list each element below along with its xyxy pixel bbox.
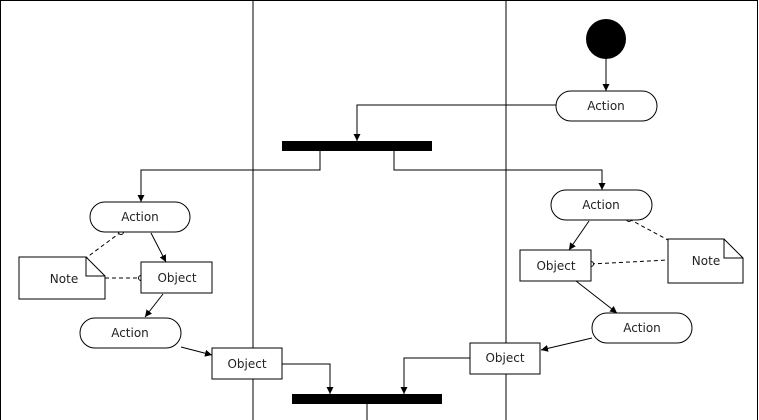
action-node-right[interactable]	[550, 189, 653, 221]
flow-center-right-object-to-join	[400, 357, 470, 394]
object-label: Object	[536, 259, 575, 273]
action-node-right-2[interactable]	[591, 312, 693, 344]
note-left[interactable]	[18, 256, 106, 300]
action-label: Action	[121, 210, 159, 224]
fork-bar[interactable]	[282, 141, 432, 151]
action-label: Action	[582, 198, 620, 212]
note-right-anchor-to-object	[590, 259, 669, 265]
action-label: Action	[111, 326, 149, 340]
object-label: Object	[485, 351, 524, 365]
flow-left-action-to-object	[150, 232, 167, 263]
flow-left-action2-to-object	[180, 346, 213, 357]
note-label: Note	[692, 254, 720, 268]
flow-action-to-fork	[353, 104, 556, 141]
action-label: Action	[587, 99, 625, 113]
flow-left-object-to-action	[144, 293, 164, 318]
flow-right-object-to-action	[575, 280, 618, 314]
note-right-anchor-to-action	[628, 218, 669, 241]
object-node-left[interactable]	[140, 261, 213, 294]
object-label: Object	[227, 357, 266, 371]
flow-fork-to-right-action	[393, 151, 606, 190]
flow-right-action-to-object	[568, 220, 590, 251]
object-node-right[interactable]	[519, 249, 592, 282]
join-bar[interactable]	[292, 394, 442, 404]
note-right-fold	[723, 239, 743, 259]
initial-node[interactable]	[586, 19, 626, 59]
flow-fork-to-left-action	[137, 151, 321, 202]
note-label: Note	[50, 272, 78, 286]
action-node-left-2[interactable]	[79, 317, 182, 349]
object-node-center-right[interactable]	[469, 342, 541, 375]
note-left-fold	[85, 257, 105, 277]
action-node-top[interactable]	[555, 90, 658, 122]
flow-right-action2-to-object	[540, 337, 593, 352]
action-label: Action	[623, 321, 661, 335]
flow-center-left-object-to-join	[282, 363, 334, 394]
note-left-anchor-to-action	[85, 231, 122, 259]
action-node-left[interactable]	[89, 201, 191, 233]
object-node-center-left[interactable]	[211, 347, 283, 380]
object-label: Object	[157, 271, 196, 285]
